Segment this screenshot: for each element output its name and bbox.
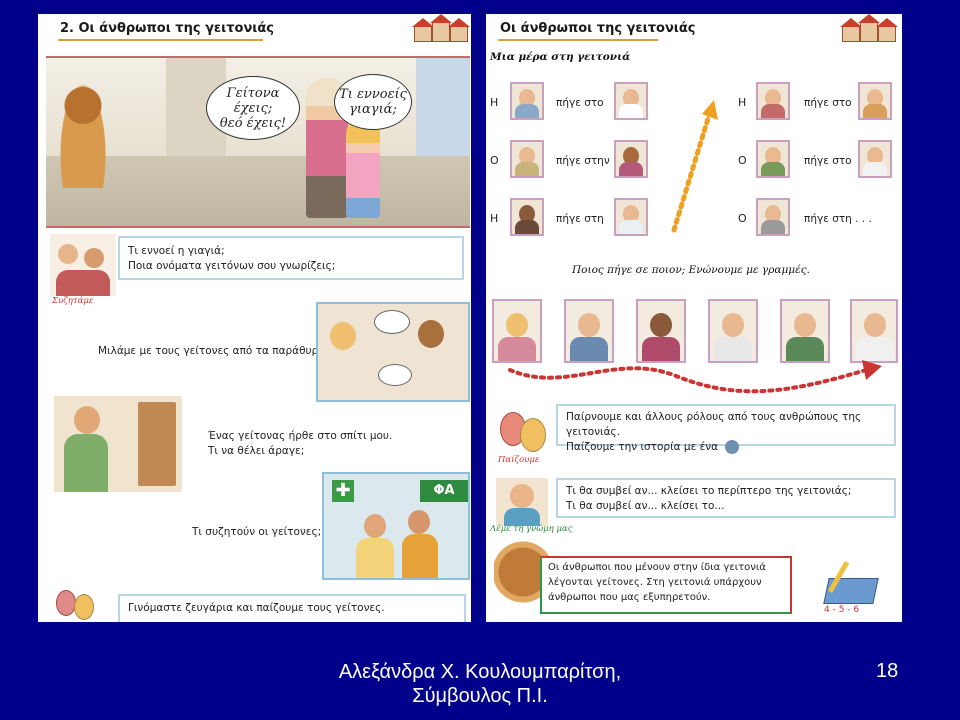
left-row-1-letter: Η [490,96,499,109]
discuss-neighbors-text: Τι συζητούν οι γείτονες; [192,526,322,538]
notebook-pencil-icon [820,560,879,606]
subtitle: Μια μέρα στη γειτονιά [490,51,631,63]
houses-icon-right [838,14,898,42]
page-numbers: 4 - 5 - 6 [824,605,860,615]
face-old-man [756,198,790,236]
pharmacy-sign: ΦΑ [420,480,468,502]
theatre-masks-icon-right [494,408,552,456]
opinion-illustration [494,476,550,528]
play-label: Παίζουμε [498,455,540,465]
face-doctor [858,140,892,178]
face-vendor [858,82,892,120]
ball-icon [725,440,740,454]
discuss-label: Συζητάμε [52,296,94,306]
pairs-box: Γινόμαστε ζευγάρια και παίζουμε τους γεί… [118,594,466,622]
author-line2: Σύμβουλος Π.Ι. [412,685,548,707]
opinion-label: Λέμε τη γνώμη μας [490,524,573,534]
face-girl [614,140,648,178]
left-page-title: 2. Οι άνθρωποι της γειτονιάς [60,21,275,36]
strip-face-2 [564,299,614,363]
dotted-arrow [671,100,718,233]
face-woman-2 [756,82,790,120]
left-row-2-letter: Ο [490,154,499,167]
right-header: Οι άνθρωποι της γειτονιάς [486,14,902,44]
discussion-illustration [48,232,118,298]
what-if-line1: Τι θα συμβεί αν... κλείσει το περίπτερο … [566,485,852,497]
window-illustration [316,302,470,402]
roles-line2: Παίζουμε την ιστορία με ένα [566,441,719,453]
right-row-2-text: πήγε στο [804,155,852,167]
right-row-1-letter: Η [738,96,747,109]
right-row-3-letter: Ο [738,212,747,225]
question-2: Ποια ονόματα γειτόνων σου γνωρίζεις; [128,260,336,272]
strip-face-4 [708,299,758,363]
pairs-text: Γινόμαστε ζευγάρια και παίζουμε τους γεί… [128,602,385,614]
pharmacy-illustration: ✚ ΦΑ [322,472,470,580]
right-page-title: Οι άνθρωποι της γειτονιάς [500,21,696,36]
strip-face-1 [492,299,542,363]
strip-face-6 [850,299,898,363]
right-row-3-text: πήγε στη . . . [804,213,872,225]
visitor-text-line1: Ένας γείτονας ήρθε στο σπίτι μου. [208,430,393,442]
visitor-text-line2: Τι να θέλει άραγε; [208,445,305,457]
author-line1: Αλεξάνδρα Χ. Κουλουμπαρίτση, [338,661,622,683]
connect-instruction: Ποιος πήγε σε ποιον; Ενώνουμε με γραμμές… [572,264,810,276]
what-if-line2: Τι θα συμβεί αν... κλείσει το... [566,500,725,512]
window-text: Μιλάμε με τους γείτονες από τα παράθυρα. [98,345,329,357]
houses-icon [410,14,470,42]
face-woman [510,82,544,120]
wavy-arrow [508,360,882,394]
title-underline [58,39,263,41]
girl-character [346,118,380,218]
face-baker [614,82,648,120]
face-woman-dark [510,198,544,236]
face-grocer [510,140,544,178]
title-underline-right [498,39,658,41]
visitor-illustration [52,394,184,494]
theatre-masks-icon [54,588,98,620]
left-header: 2. Οι άνθρωποι της γειτονιάς [38,14,471,44]
author-credit: Αλεξάνδρα Χ. Κουλουμπαρίτση, Σύμβουλος Π… [0,660,960,708]
speech-bubble-grandmother: Γείτονα έχεις; θεό έχεις! [206,76,300,140]
speech-bubble-girl: Τι εννοείς γιαγιά; [334,74,412,130]
questions-box: Τι εννοεί η γιαγιά; Ποια ονόματα γειτόνω… [118,236,464,280]
summary-line3: άνθρωποι που μας εξυπηρετούν. [548,592,711,603]
left-row-1-text: πήγε στο [556,97,604,109]
visitor-text: Ένας γείτονας ήρθε στο σπίτι μου. Τι να … [208,429,392,459]
strip-face-5 [780,299,830,363]
face-pharmacist [614,198,648,236]
left-row-3-text: πήγε στη [556,213,604,225]
question-1: Τι εννοεί η γιαγιά; [128,245,225,257]
what-if-box: Τι θα συμβεί αν... κλείσει το περίπτερο … [556,478,896,518]
strip-face-3 [636,299,686,363]
summary-box: Οι άνθρωποι που μένουν στην ίδια γειτονι… [540,556,792,614]
left-row-3-letter: Η [490,212,499,225]
lion-character [58,78,108,188]
right-page: Οι άνθρωποι της γειτονιάς Μια μέρα στη γ… [486,14,902,622]
right-row-1-text: πήγε στο [804,97,852,109]
roles-line1: Παίρνουμε και άλλους ρόλους από τους ανθ… [566,411,862,438]
roles-box: Παίρνουμε και άλλους ρόλους από τους ανθ… [556,404,896,454]
right-row-2-letter: Ο [738,154,747,167]
face-man [756,140,790,178]
summary-line1: Οι άνθρωποι που μένουν στην ίδια γειτονι… [548,562,766,573]
summary-line2: λέγονται γείτονες. Στη γειτονιά υπάρχουν [548,577,762,588]
left-page: 2. Οι άνθρωποι της γειτονιάς Γείτονα έχε… [38,14,471,622]
left-row-2-text: πήγε στην [556,155,610,167]
comic-scene: Γείτονα έχεις; θεό έχεις! Τι εννοείς για… [46,56,470,228]
pharmacy-cross-icon: ✚ [332,480,354,502]
slide-number: 18 [876,660,899,682]
